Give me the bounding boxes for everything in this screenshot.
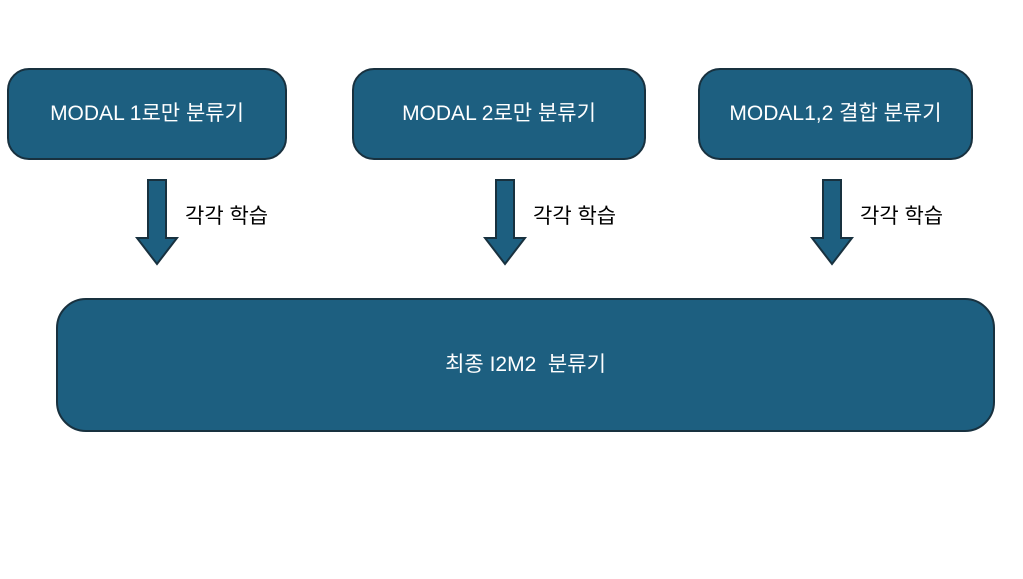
box-modal1-only-classifier: MODAL 1로만 분류기 (7, 68, 287, 160)
down-arrow-icon (810, 179, 854, 266)
box-modal12-combined-classifier: MODAL1,2 결합 분류기 (698, 68, 973, 160)
arrow-label-train-each: 각각 학습 (185, 205, 269, 228)
box-final-i2m2-classifier-label: 최종 I2M2 분류기 (445, 352, 606, 376)
box-modal2-only-classifier: MODAL 2로만 분류기 (352, 68, 646, 160)
box-final-i2m2-classifier: 최종 I2M2 분류기 (56, 298, 995, 432)
down-arrow-icon (483, 179, 527, 266)
arrow-label-train-each: 각각 학습 (860, 205, 944, 228)
down-arrow-icon (135, 179, 179, 266)
box-modal1-only-classifier-label: MODAL 1로만 분류기 (50, 101, 244, 125)
box-modal12-combined-classifier-label: MODAL1,2 결합 분류기 (729, 101, 942, 125)
arrow-label-train-each: 각각 학습 (533, 205, 617, 228)
box-modal2-only-classifier-label: MODAL 2로만 분류기 (402, 101, 596, 125)
